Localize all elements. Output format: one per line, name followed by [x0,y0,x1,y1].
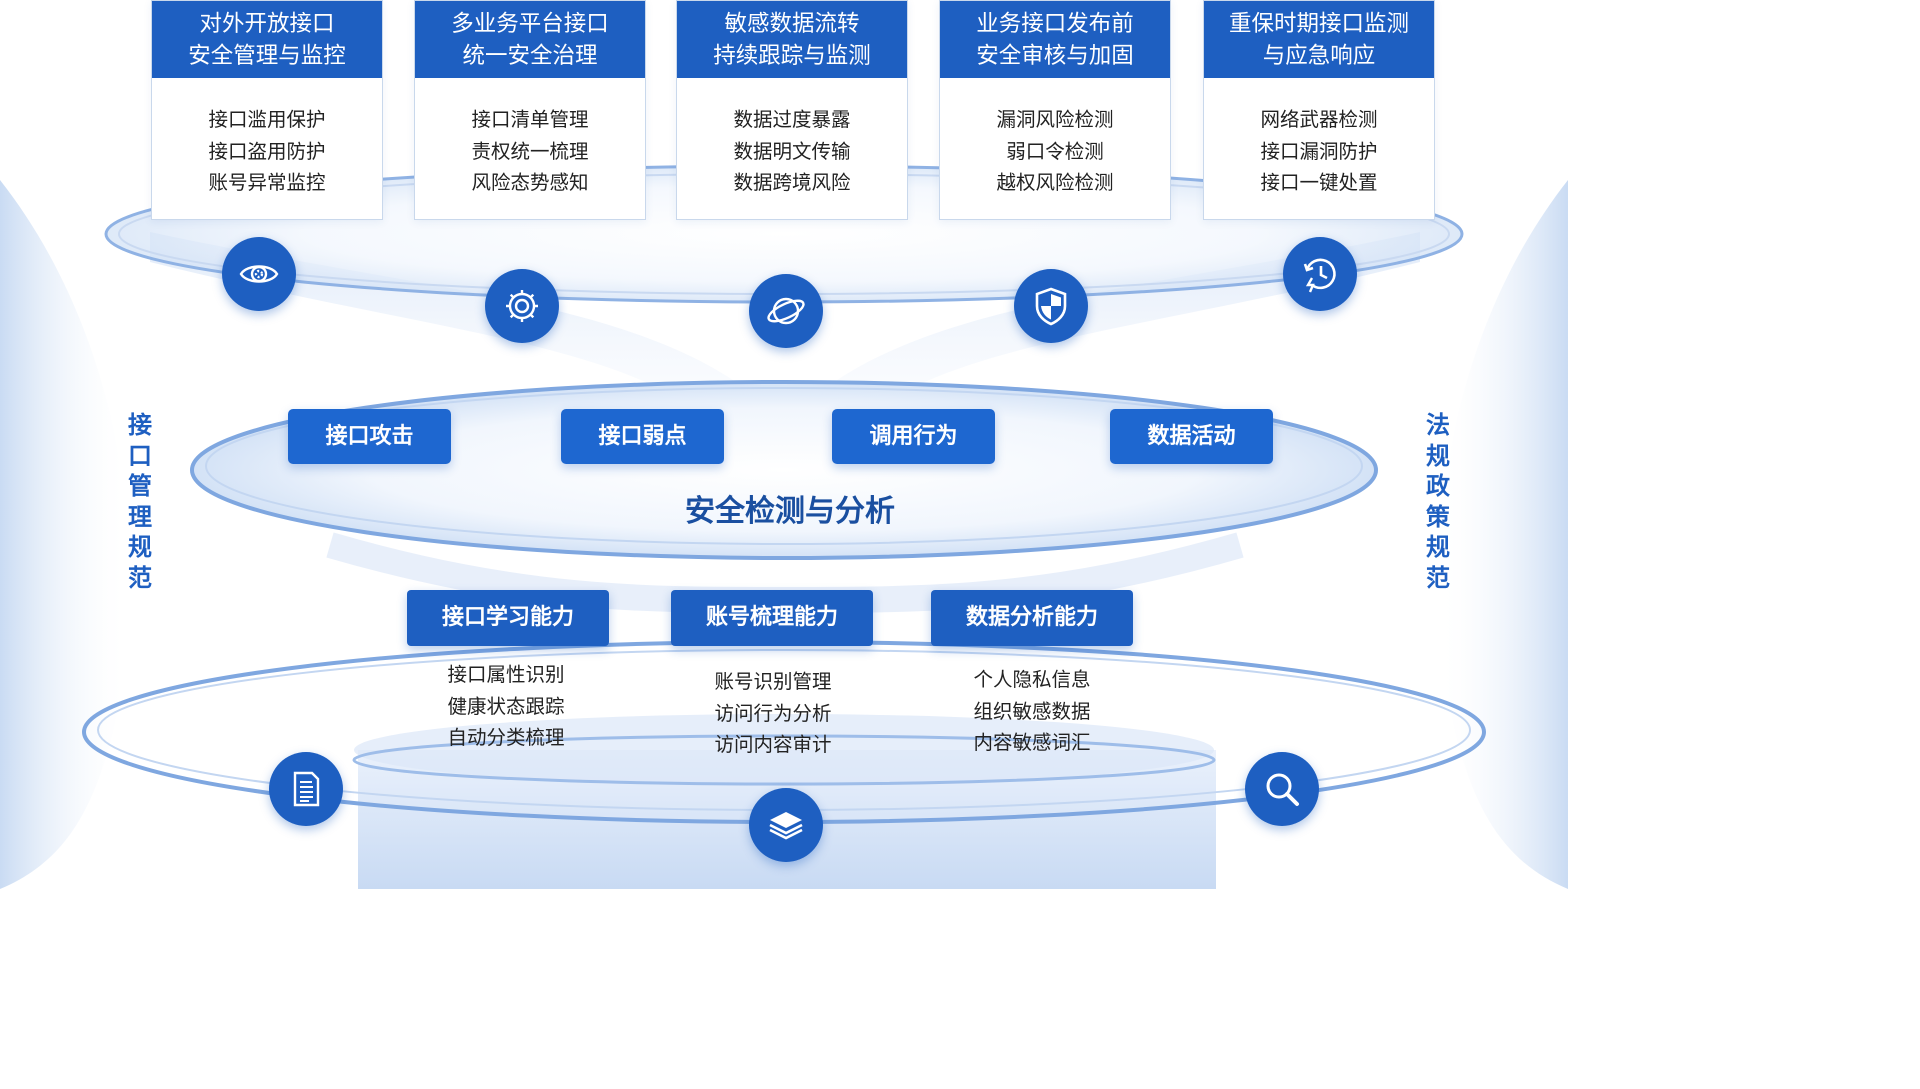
card-multi-platform: 多业务平台接口 统一安全治理 接口清单管理 责权统一梳理 风险态势感知 [414,0,646,220]
card-item: 风险态势感知 [471,171,589,194]
card-pre-release-audit: 业务接口发布前 安全审核与加固 漏洞风险检测 弱口令检测 越权风险检测 [939,0,1171,220]
capability-data-analysis: 数据分析能力 [931,590,1133,646]
list-item: 健康状态跟踪 [447,694,565,718]
planet-icon [749,274,823,348]
card-item: 漏洞风险检测 [996,108,1114,131]
capability-list-interface-learning: 接口属性识别 健康状态跟踪 自动分类梳理 [406,659,606,754]
side-label-left: 接口管理规范 [128,411,152,592]
side-label-right: 法规政策规范 [1426,411,1450,592]
card-item: 接口清单管理 [471,108,589,131]
card-sensitive-data: 敏感数据流转 持续跟踪与监测 数据过度暴露 数据明文传输 数据跨境风险 [676,0,908,220]
card-item: 数据跨境风险 [733,171,851,194]
center-title: 安全检测与分析 [685,494,895,529]
card-item: 越权风险检测 [996,171,1114,194]
list-item: 组织敏感数据 [973,699,1091,723]
card-item: 接口盗用防护 [208,139,326,163]
card-title: 多业务平台接口 统一安全治理 [415,1,645,78]
card-open-interface: 对外开放接口 安全管理与监控 接口滥用保护 接口盗用防护 账号异常监控 [151,0,383,220]
card-title: 敏感数据流转 持续跟踪与监测 [677,1,907,78]
gear-icon [485,269,559,343]
capability-account-sorting: 账号梳理能力 [671,590,873,646]
eye-icon [222,237,296,311]
capability-list-account-sorting: 账号识别管理 访问行为分析 访问内容审计 [673,666,873,761]
pill-interface-attack: 接口攻击 [288,409,451,464]
card-item: 网络武器检测 [1260,108,1378,131]
pill-interface-weakness: 接口弱点 [561,409,724,464]
list-item: 接口属性识别 [447,663,565,686]
document-icon [269,752,343,826]
card-title: 对外开放接口 安全管理与监控 [152,1,382,78]
card-item: 责权统一梳理 [471,139,589,163]
card-title: 业务接口发布前 安全审核与加固 [940,1,1170,78]
list-item: 个人隐私信息 [973,668,1091,691]
pill-call-behavior: 调用行为 [832,409,995,464]
list-item: 账号识别管理 [714,670,832,693]
list-item: 内容敏感词汇 [973,731,1091,754]
card-item: 接口一键处置 [1260,171,1378,194]
layers-icon [749,788,823,862]
card-title: 重保时期接口监测 与应急响应 [1204,1,1434,78]
shield-icon [1014,269,1088,343]
card-item: 数据明文传输 [733,139,851,163]
list-item: 访问行为分析 [714,701,832,725]
capability-list-data-analysis: 个人隐私信息 组织敏感数据 内容敏感词汇 [932,664,1132,759]
card-item: 账号异常监控 [208,171,326,194]
card-item: 接口漏洞防护 [1260,139,1378,163]
list-item: 访问内容审计 [714,733,832,756]
card-item: 数据过度暴露 [733,108,851,131]
list-item: 自动分类梳理 [447,726,565,749]
search-icon [1245,752,1319,826]
clock-bolt-icon [1283,237,1357,311]
card-item: 接口滥用保护 [208,108,326,131]
card-item: 弱口令检测 [1006,139,1104,163]
card-emergency-response: 重保时期接口监测 与应急响应 网络武器检测 接口漏洞防护 接口一键处置 [1203,0,1435,220]
pill-data-activity: 数据活动 [1110,409,1273,464]
capability-interface-learning: 接口学习能力 [407,590,609,646]
